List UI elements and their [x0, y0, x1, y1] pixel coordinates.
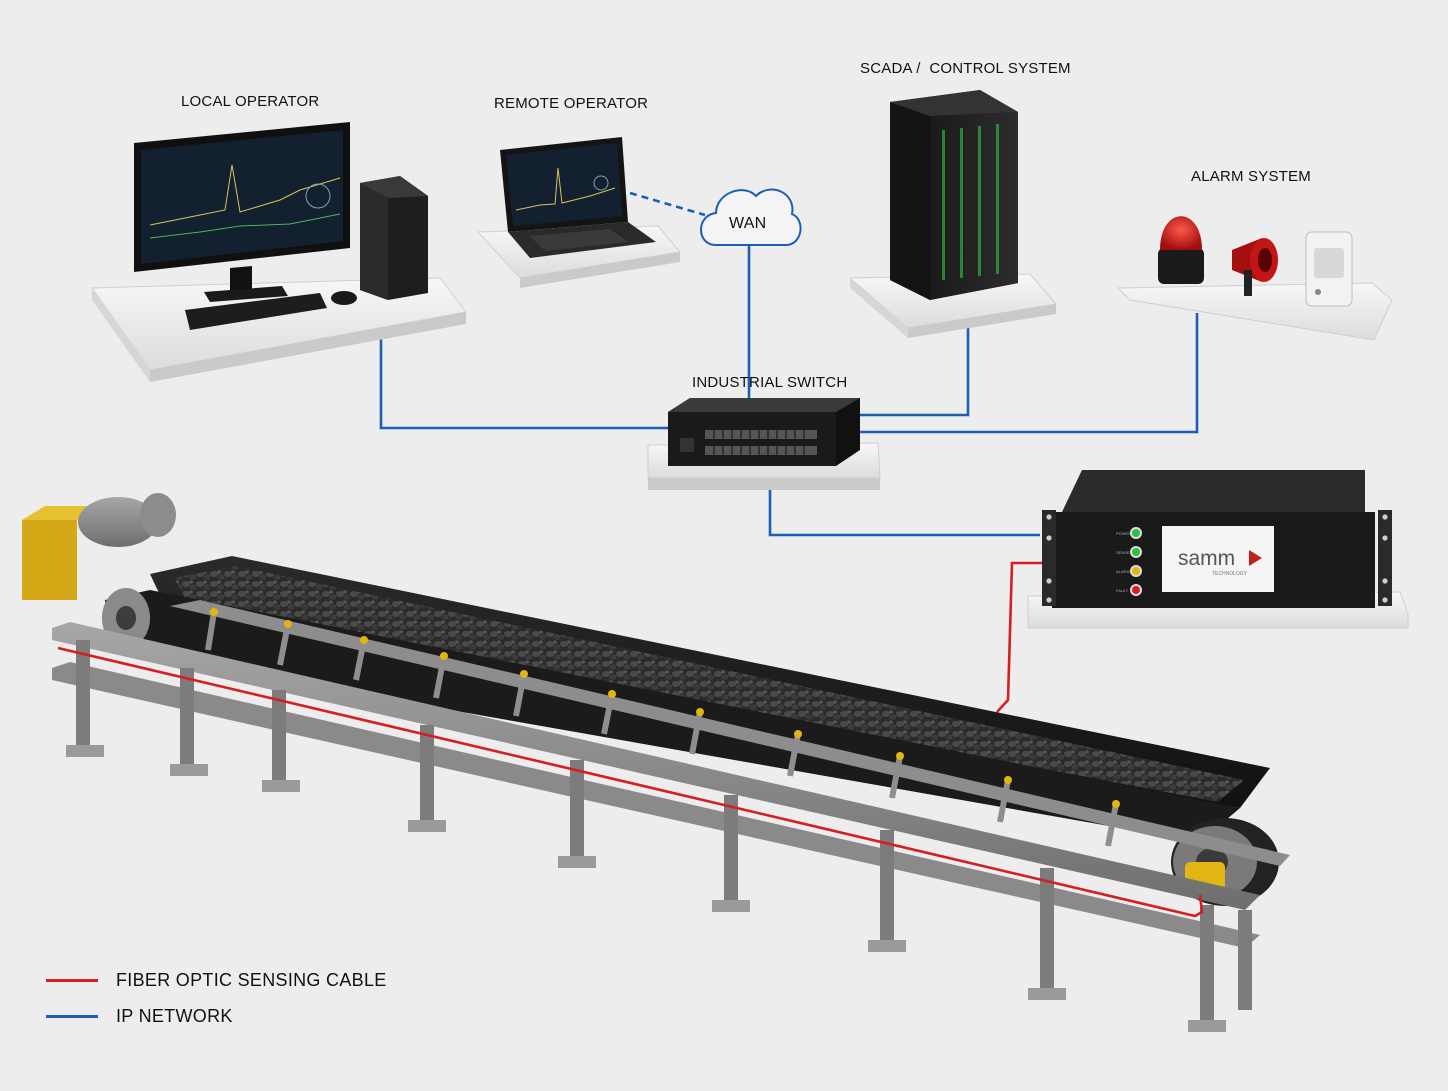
fiber-line-drop — [996, 561, 1043, 713]
label-alarm-system: ALARM SYSTEM — [1191, 168, 1311, 185]
led-label-alarm: ALARM — [1116, 569, 1130, 574]
led-alarm-icon — [1132, 567, 1140, 575]
led-sense-icon — [1132, 548, 1140, 556]
network-line-alarm — [860, 313, 1199, 434]
samm-rack-unit — [1042, 470, 1392, 608]
label-scada: SCADA / CONTROL SYSTEM — [860, 60, 1071, 77]
keyboard — [185, 293, 327, 330]
led-label-power: POWER — [1116, 531, 1131, 536]
label-wan: WAN — [729, 215, 767, 232]
legend: FIBER OPTIC SENSING CABLE IP NETWORK — [46, 962, 387, 1034]
conveyor-support-legs — [76, 640, 1252, 1025]
scada-station — [848, 90, 1057, 338]
legend-label-network: IP NETWORK — [116, 1005, 233, 1026]
samm-brand-sub: TECHNOLOGY — [1212, 571, 1248, 577]
server-rack — [890, 90, 1018, 300]
label-local-operator: LOCAL OPERATOR — [181, 93, 320, 110]
conveyor-bulk-material — [174, 566, 1244, 802]
wan-cloud — [700, 188, 802, 246]
conveyor-side-frame — [52, 622, 1260, 910]
label-industrial-switch: INDUSTRIAL SWITCH — [692, 374, 848, 391]
mouse — [331, 291, 357, 305]
fiber-optic-lines — [996, 561, 1043, 713]
remote-operator-station — [476, 137, 681, 288]
legend-item-fiber: FIBER OPTIC SENSING CABLE — [46, 962, 387, 998]
samm-brand-logo: samm — [1178, 547, 1235, 570]
network-line-scada — [860, 320, 970, 417]
siren-horn — [1232, 238, 1278, 296]
laptop — [500, 137, 656, 258]
led-fault-icon — [1132, 586, 1140, 594]
monitor — [134, 122, 350, 302]
led-label-fault: FAULT — [1116, 588, 1129, 593]
led-label-sense: SENSE — [1116, 550, 1130, 555]
samm-device-station: samm TECHNOLOGY POWER SENSE ALARM FAULT — [1027, 470, 1409, 629]
fiber-cable-conveyor — [57, 646, 1204, 918]
industrial-switch-station — [647, 398, 881, 490]
conveyor-idlers — [205, 611, 1119, 847]
belt-conveyor — [22, 493, 1290, 1032]
network-line-remote-wan — [629, 191, 706, 217]
legend-swatch-network — [46, 1014, 98, 1018]
label-remote-operator: REMOTE OPERATOR — [494, 95, 649, 112]
network-line-local — [379, 330, 668, 430]
samm-led-panel: POWER SENSE ALARM FAULT — [1116, 527, 1142, 596]
alarm-station — [1116, 216, 1393, 341]
beacon-light — [1158, 216, 1204, 284]
computer-tower — [360, 176, 428, 300]
network-switch — [668, 398, 860, 466]
legend-label-fiber: FIBER OPTIC SENSING CABLE — [116, 969, 387, 990]
led-power-icon — [1132, 529, 1140, 537]
legend-swatch-fiber — [46, 978, 98, 982]
legend-item-network: IP NETWORK — [46, 998, 387, 1034]
local-operator-station — [91, 122, 467, 382]
alarm-detector — [1305, 231, 1353, 307]
